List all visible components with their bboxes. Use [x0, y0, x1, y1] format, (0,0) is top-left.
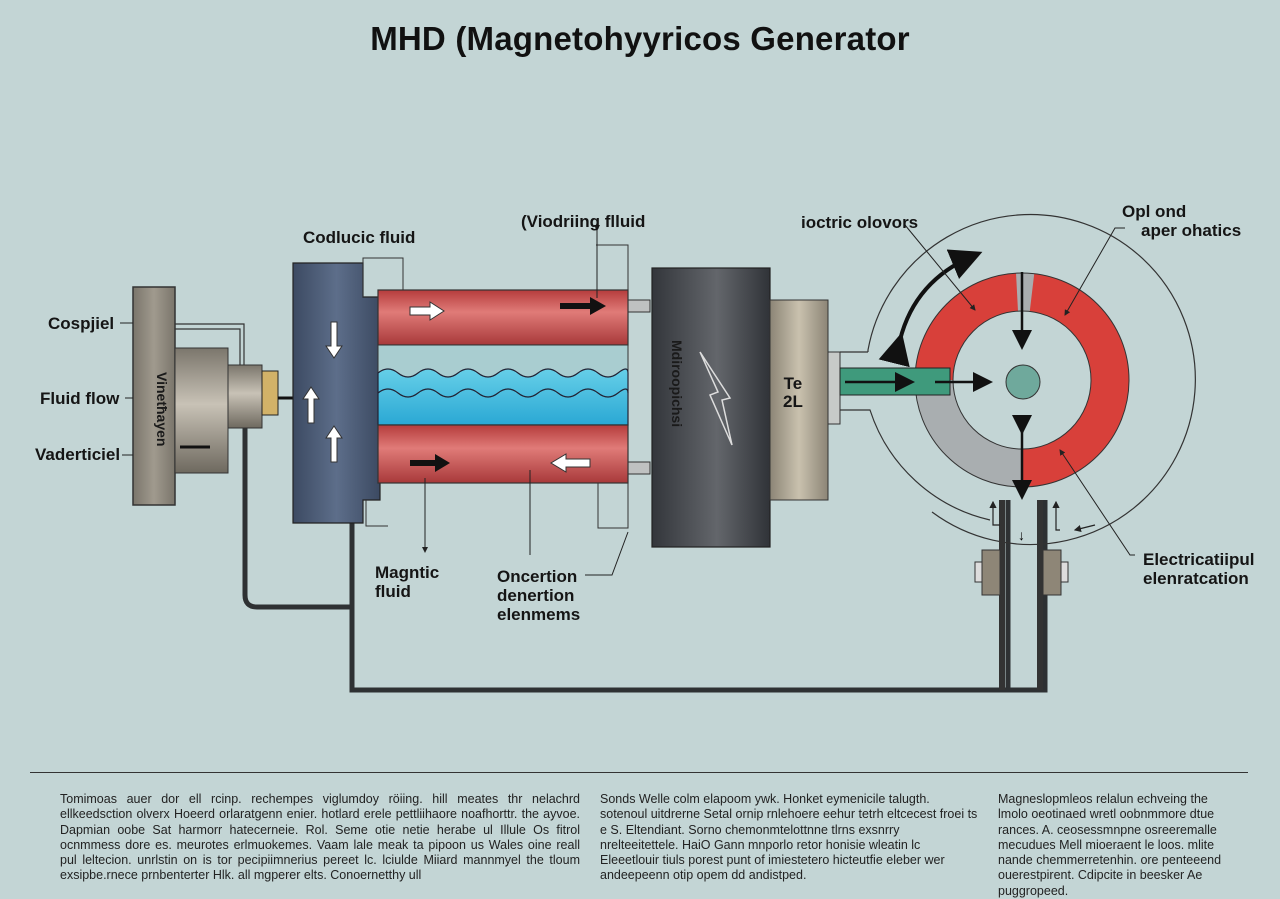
label-2l: 2L [783, 392, 803, 411]
flange-text: Vinetħayen [154, 372, 170, 447]
label-te: Te [783, 374, 803, 393]
svg-text:↓: ↓ [1018, 527, 1025, 543]
label-oncertion-1: Oncertion [497, 567, 578, 586]
text-column-1: Tomimoas auer dor ell rcinp. rechempes v… [60, 792, 580, 883]
divider [30, 772, 1248, 773]
label-oncertion: Oncertion denertion elenmems [497, 567, 580, 624]
label-cospjiel: Cospjiel [48, 314, 115, 333]
label-oncertion-3: elenmems [497, 605, 581, 624]
label-oncertion-2: denertion [497, 586, 575, 605]
label-magntic: Magntic [375, 563, 440, 582]
label-viodriing-fluid: (Viodriing flluid [521, 212, 646, 231]
label-fluid: fluid [375, 582, 411, 601]
text-column-3: Magneslopmleos relalun echveing the lmol… [998, 792, 1222, 898]
label-fluid-flow: Fluid flow [40, 389, 120, 408]
flange-assembly [132, 286, 293, 506]
magnet-block [651, 267, 841, 548]
label-te-2l: Te 2L [783, 375, 803, 411]
label-opl-ond: Opl ond [1122, 202, 1187, 221]
label-codlucic-fluid: Codlucic fluid [303, 228, 416, 247]
label-electrical-1: Electricatiipul [1143, 550, 1255, 569]
leader-lines [120, 224, 1135, 576]
label-aper-ohatics: aper ohatics [1141, 221, 1242, 240]
label-electrical: Electricatiipul elenratcation [1143, 550, 1254, 588]
conductive-fluid-block [292, 257, 404, 524]
label-vaderticiel: Vaderticiel [35, 445, 121, 464]
label-electrical-2: elenratcation [1143, 569, 1249, 588]
page-title: MHD (Magnetohyyricos Generator [370, 20, 910, 57]
magnet-block-text: Mdiroopichsi [669, 340, 685, 428]
label-magntic-fluid: Magntic fluid [375, 563, 439, 601]
mhd-channel [365, 244, 651, 529]
label-ioctric-olovors: ioctric olovors [801, 213, 919, 232]
text-column-2: Sonds Welle colm elapoom ywk. Honket eym… [600, 792, 978, 883]
ring-generator: ↓ [839, 213, 1196, 690]
